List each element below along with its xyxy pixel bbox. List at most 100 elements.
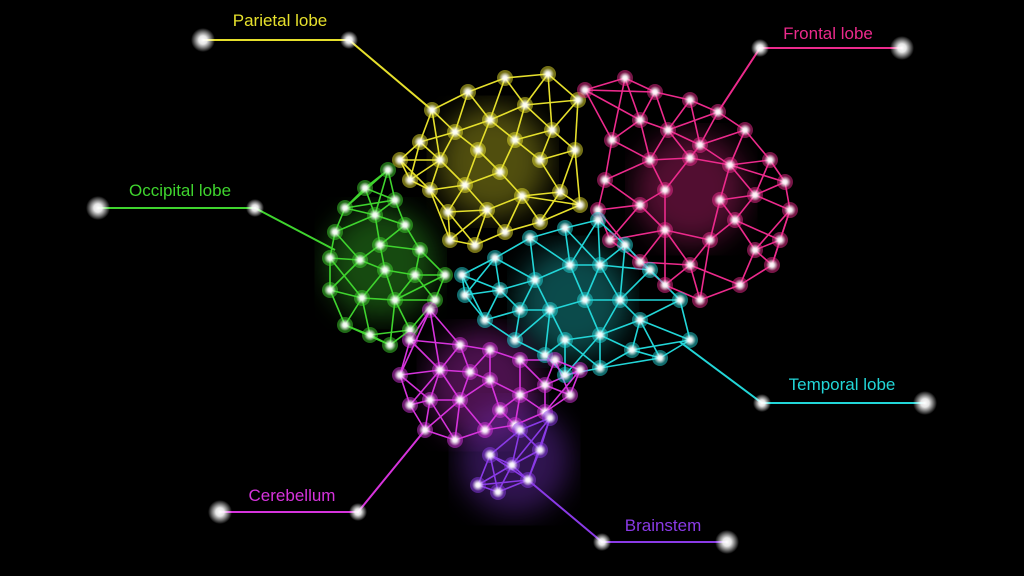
network-edge [639, 319, 691, 341]
network-node [619, 239, 631, 251]
network-node [619, 72, 631, 84]
network-node [684, 94, 696, 106]
network-node [464, 366, 476, 378]
network-node [579, 294, 591, 306]
network-node [339, 202, 351, 214]
label-brainstem: Brainstem [624, 516, 702, 535]
network-node [519, 99, 531, 111]
network-edge [521, 195, 581, 206]
network-node [514, 354, 526, 366]
network-node [494, 404, 506, 416]
network-node [654, 352, 666, 364]
network-node [324, 252, 336, 264]
network-edge [529, 237, 571, 266]
network-node [329, 226, 341, 238]
leader-node [191, 28, 215, 52]
network-node [644, 264, 656, 276]
network-node [634, 256, 646, 268]
network-edge [511, 417, 551, 466]
frontal-leader-line [717, 47, 902, 113]
brainstem-nodes [470, 410, 558, 500]
network-node [749, 244, 761, 256]
network-node [359, 182, 371, 194]
network-node [409, 269, 421, 281]
network-edge [564, 334, 601, 376]
network-node [454, 339, 466, 351]
network-node [506, 459, 518, 471]
network-node [644, 154, 656, 166]
network-node [779, 176, 791, 188]
network-node [784, 204, 796, 216]
network-node [594, 329, 606, 341]
network-node [774, 234, 786, 246]
network-node [574, 364, 586, 376]
network-node [559, 222, 571, 234]
network-node [394, 369, 406, 381]
network-node [659, 184, 671, 196]
network-node [544, 304, 556, 316]
network-node [414, 244, 426, 256]
network-node [724, 159, 736, 171]
network-node [564, 259, 576, 271]
network-node [426, 104, 438, 116]
network-node [459, 289, 471, 301]
network-node [549, 354, 561, 366]
network-edge [329, 257, 363, 299]
label-temporal-lobe: Temporal lobe [788, 375, 896, 394]
network-node [542, 68, 554, 80]
network-node [766, 259, 778, 271]
network-node [684, 334, 696, 346]
network-node [394, 154, 406, 166]
network-node [484, 449, 496, 461]
network-node [594, 259, 606, 271]
network-node [509, 134, 521, 146]
cerebellum-nodes [392, 302, 588, 448]
network-node [529, 274, 541, 286]
network-edge [619, 244, 626, 301]
leader-node [340, 31, 358, 49]
network-node [606, 134, 618, 146]
network-node [634, 314, 646, 326]
network-node [424, 394, 436, 406]
leader-node [208, 500, 232, 524]
network-node [614, 294, 626, 306]
leader-node [751, 39, 769, 57]
network-node [569, 144, 581, 156]
network-node [419, 424, 431, 436]
network-node [444, 234, 456, 246]
network-edge [524, 99, 579, 106]
network-node [374, 239, 386, 251]
network-edge [611, 77, 626, 141]
network-node [579, 84, 591, 96]
network-node [662, 124, 674, 136]
network-node [369, 209, 381, 221]
network-node [389, 194, 401, 206]
network-node [546, 124, 558, 136]
network-edge [729, 164, 786, 183]
network-node [739, 124, 751, 136]
network-node [449, 434, 461, 446]
network-edge [544, 369, 581, 413]
leader-node [913, 391, 937, 415]
network-node [749, 189, 761, 201]
network-node [514, 424, 526, 436]
network-node [634, 114, 646, 126]
network-node [472, 144, 484, 156]
network-node [514, 389, 526, 401]
network-edge [564, 227, 601, 266]
network-node [714, 194, 726, 206]
network-node [399, 219, 411, 231]
network-node [764, 154, 776, 166]
network-edge [574, 99, 579, 151]
network-node [404, 399, 416, 411]
leader-node [349, 503, 367, 521]
network-edge [344, 199, 396, 209]
network-node [494, 166, 506, 178]
network-node [479, 314, 491, 326]
label-occipital-lobe: Occipital lobe [128, 181, 232, 200]
network-node [534, 216, 546, 228]
network-node [434, 154, 446, 166]
network-node [712, 106, 724, 118]
network-node [674, 294, 686, 306]
